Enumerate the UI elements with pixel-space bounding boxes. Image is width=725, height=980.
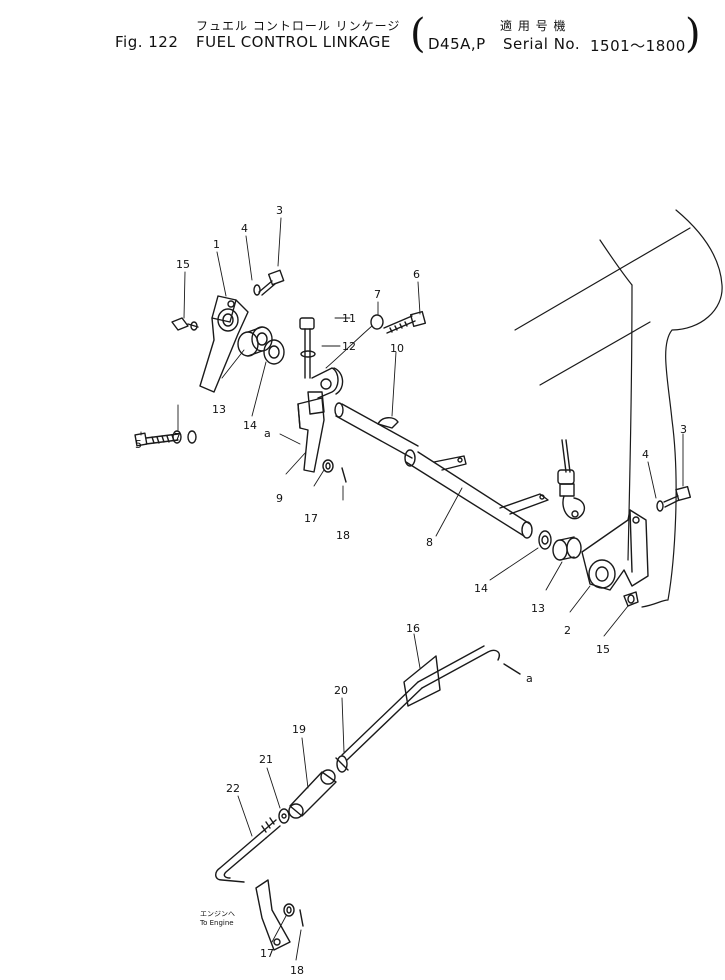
bolt-6 [383, 310, 427, 334]
model-code: D45A,P [428, 35, 486, 53]
callout-3-right: 3 [680, 423, 687, 436]
bolt-3-left [253, 269, 285, 296]
callout-17-upper: 17 [304, 512, 318, 525]
callout-11: 11 [342, 312, 356, 325]
shaft-8 [404, 449, 549, 539]
callout-22: 22 [226, 782, 240, 795]
callout-4-left: 4 [241, 222, 248, 235]
callout-13-right: 13 [531, 602, 545, 615]
callout-5: 5 [135, 438, 142, 451]
callout-4-right: 4 [642, 448, 649, 461]
washer-17-upper [322, 459, 334, 473]
pin-18-upper [341, 467, 347, 483]
applicability-japanese: 適 用 号 機 [500, 19, 567, 33]
grease-fitting-15-right [623, 591, 639, 607]
title-english: FUEL CONTROL LINKAGE [196, 33, 391, 51]
bracket-2 [581, 509, 649, 591]
key-10 [377, 417, 399, 429]
bolt-3-right [663, 485, 692, 508]
bushing-13-right [552, 536, 582, 561]
grease-fitting-15-left [171, 317, 199, 331]
serial-label: Serial No. [503, 35, 581, 53]
bracket-1 [199, 295, 249, 393]
pin-18-lower [299, 909, 304, 927]
callout-1: 1 [213, 238, 220, 251]
engine-note-jp: エンジンへ [200, 910, 235, 918]
leader-lines [140, 217, 684, 961]
callout-15-left: 15 [176, 258, 190, 271]
sleeve-19 [288, 769, 337, 819]
callouts: 1 3 4 15 5 7 13 14 a 8 9 17 18 11 12 10 … [135, 204, 687, 977]
callout-13-left: 13 [212, 403, 226, 416]
nut-7-center [370, 314, 384, 330]
title-japanese: フュエル コントロール リンケージ [196, 19, 401, 33]
bearing-14-right [538, 530, 552, 550]
callout-12: 12 [342, 340, 356, 353]
engine-note-en: To Engine [200, 919, 234, 927]
callout-2: 2 [564, 624, 571, 637]
rod-16 [341, 645, 521, 761]
callout-17-lower: 17 [260, 947, 274, 960]
washer-7-left [172, 430, 197, 444]
callout-10: 10 [390, 342, 404, 355]
bushing-13-left [237, 326, 273, 357]
lever-9 [297, 367, 344, 473]
callout-14-left: 14 [243, 419, 257, 432]
callout-21: 21 [259, 753, 273, 766]
callout-20: 20 [334, 684, 348, 697]
callout-7-left: 7 [174, 431, 181, 444]
callout-16: 16 [406, 622, 420, 635]
rod-22 [215, 817, 281, 883]
serial-range: 1501～1800 [590, 37, 686, 55]
washer-17-lower [283, 903, 295, 917]
callout-19: 19 [292, 723, 306, 736]
washer-12 [300, 350, 316, 358]
bearing-14-left [263, 339, 285, 365]
callout-9: 9 [276, 492, 283, 505]
nut-20 [335, 755, 349, 773]
callout-18-upper: 18 [336, 529, 350, 542]
machine-outline [514, 209, 723, 608]
callout-18-lower: 18 [290, 964, 304, 977]
paren-close: ) [685, 11, 701, 57]
shaft-upper [334, 402, 419, 459]
callout-a-upper: a [264, 427, 271, 440]
callout-6: 6 [413, 268, 420, 281]
rod-end-upper [557, 439, 585, 520]
nut-21 [278, 808, 290, 824]
washer-4-right [656, 500, 664, 512]
callout-7-center: 7 [374, 288, 381, 301]
paren-open: ( [410, 11, 426, 57]
figure-number: Fig. 122 [115, 33, 179, 51]
callout-8-shaft: 8 [426, 536, 433, 549]
callout-14-right: 14 [474, 582, 488, 595]
engine-lever [255, 879, 291, 951]
callout-a-lower: a [526, 672, 533, 685]
callout-15-right: 15 [596, 643, 610, 656]
callout-3-left: 3 [276, 204, 283, 217]
bolt-11 [299, 317, 315, 379]
